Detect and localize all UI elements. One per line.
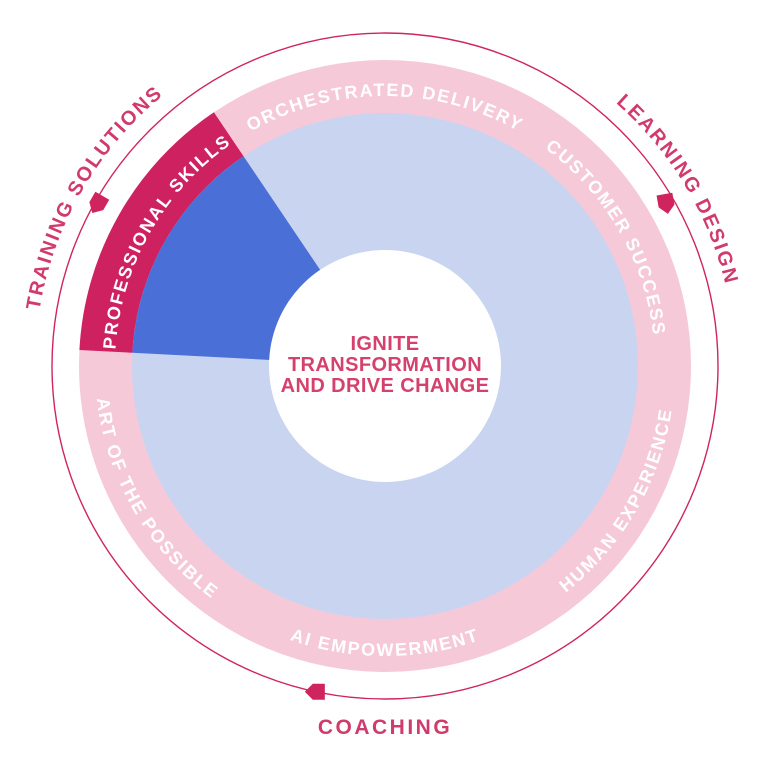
center-circle <box>269 250 501 482</box>
outer-guide-circle <box>51 32 719 700</box>
center-title-line-1: IGNITE <box>350 333 419 355</box>
pentagon-marker-learning-design <box>656 192 675 214</box>
outer-label-coaching: COACHING <box>318 716 452 739</box>
pentagon-marker-training-solutions <box>89 191 110 214</box>
center-title-line-3: AND DRIVE CHANGE <box>281 375 490 397</box>
pentagon-marker-coaching <box>304 683 325 700</box>
center-title-line-2: TRANSFORMATION <box>288 354 482 376</box>
